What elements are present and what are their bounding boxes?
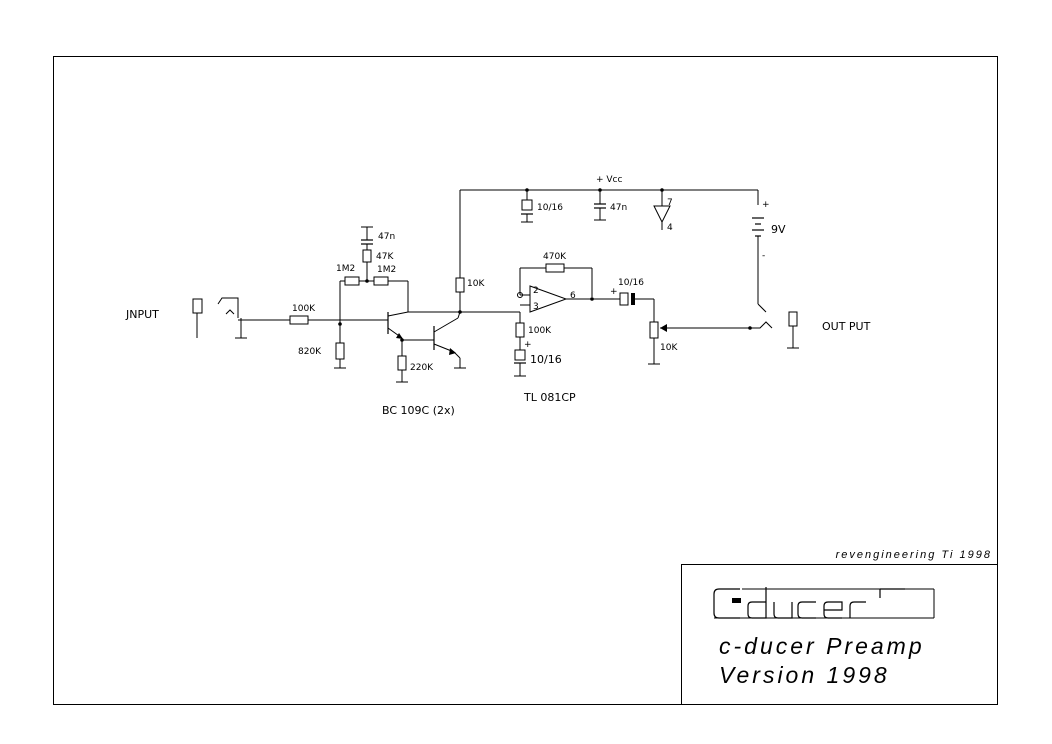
opamp-ground-elco-value: 10/16 <box>530 353 562 366</box>
emitter-resistor-value: 220K <box>410 363 434 373</box>
feedback-resistor-left <box>344 276 360 286</box>
version-title: Version 1998 <box>719 662 890 688</box>
output-elco <box>619 292 629 306</box>
feedback-resistor-right <box>373 276 389 286</box>
opamp-elco-plus: + <box>524 340 532 350</box>
battery-plus: + <box>762 200 770 210</box>
output-elco-plus: + <box>610 287 618 297</box>
input-jack-symbol <box>192 297 247 339</box>
opamp-symbol <box>529 285 568 313</box>
feedback-resistor-right-value: 1M2 <box>377 265 396 275</box>
transistor-part-label: BC 109C (2x) <box>382 404 455 417</box>
supply-elco <box>521 199 533 211</box>
opamp-feedback-resistor-value: 470K <box>543 252 567 262</box>
opamp-part-label: TL 081CP <box>523 391 576 404</box>
emitter-resistor <box>397 355 407 371</box>
input-label: JNPUT <box>125 308 159 321</box>
tap-capacitor-value: 47n <box>378 232 395 242</box>
opamp-pin-output: 6 <box>570 291 576 301</box>
product-title: c-ducer Preamp <box>719 633 925 659</box>
vcc-label: + Vcc <box>596 175 623 185</box>
tap-resistor <box>362 249 372 263</box>
title-block: revengineering Ti 1998 c-ducer c-ducer P… <box>681 549 998 705</box>
transistor-q2 <box>433 317 459 355</box>
circuit-diagram: JNPUT 100K 820K 1M2 1M2 47n 47K <box>125 175 871 417</box>
supply-elco-value: 10/16 <box>537 203 563 213</box>
credit-text: revengineering Ti 1998 <box>836 549 992 561</box>
collector-resistor <box>455 277 465 293</box>
opamp-ground-resistor-value: 100K <box>528 326 552 336</box>
opamp-pin-noninverting: 3 <box>533 302 539 312</box>
drawing-frame <box>53 56 998 705</box>
c-ducer-logo: c-ducer <box>713 587 935 619</box>
title-box <box>681 564 998 705</box>
collector-resistor-value: 10K <box>467 279 485 289</box>
input-resistor-value: 100K <box>292 304 316 314</box>
transistor-q1 <box>387 311 409 339</box>
feedback-resistor-left-value: 1M2 <box>336 264 355 274</box>
output-pot <box>649 321 659 339</box>
opamp-pin-vplus: 7 <box>667 198 673 208</box>
supply-film-cap-value: 47n <box>610 203 627 213</box>
input-resistor <box>289 315 309 325</box>
opamp-ground-resistor <box>515 322 525 338</box>
output-jack-symbol <box>750 311 799 349</box>
bias-resistor <box>335 342 345 360</box>
battery-minus: - <box>762 251 765 261</box>
opamp-feedback-resistor <box>545 263 565 273</box>
output-label: OUT PUT <box>822 320 871 333</box>
tap-resistor-value: 47K <box>376 252 394 262</box>
opamp-pin-inverting: 2 <box>533 286 539 296</box>
bias-resistor-value: 820K <box>298 347 322 357</box>
opamp-ground-elco <box>514 349 526 361</box>
battery-voltage: 9V <box>771 223 786 236</box>
output-pot-value: 10K <box>660 343 678 353</box>
output-elco-value: 10/16 <box>618 278 644 288</box>
opamp-pin-vminus: 4 <box>667 223 673 233</box>
